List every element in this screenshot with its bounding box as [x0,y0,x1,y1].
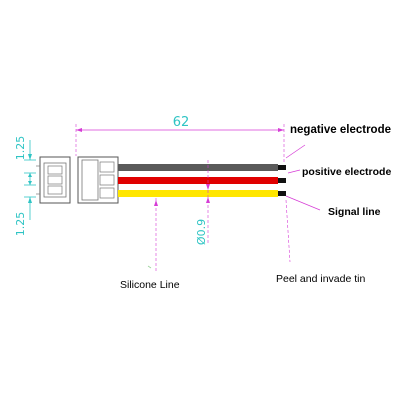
length-dimension: 62 [75,115,285,162]
positive-tin [278,178,286,183]
peel-tin-label: Peel and invade tin [276,273,365,285]
pitch-bottom-label: 1.25 [14,212,27,237]
positive-electrode-label: positive electrode [302,166,391,178]
negative-tin [278,165,286,170]
diameter-label: Ø0.9 [195,219,208,245]
signal-tin [278,191,286,196]
leaders [147,144,321,272]
wires [118,164,286,197]
negative-electrode-label: negative electrode [290,124,391,136]
negative-wire [118,164,278,171]
pitch-top-label: 1.25 [14,136,27,161]
signal-line-label: Signal line [328,206,381,218]
pitch-dimension: 1.25 1.25 [14,136,36,237]
right-connector [77,156,119,204]
length-label: 62 [173,115,190,130]
positive-wire [118,177,278,184]
silicone-line-label: Silicone Line [120,279,180,291]
diameter-dimension: Ø0.9 [195,160,210,245]
signal-wire [118,190,278,197]
left-connector [36,156,71,204]
